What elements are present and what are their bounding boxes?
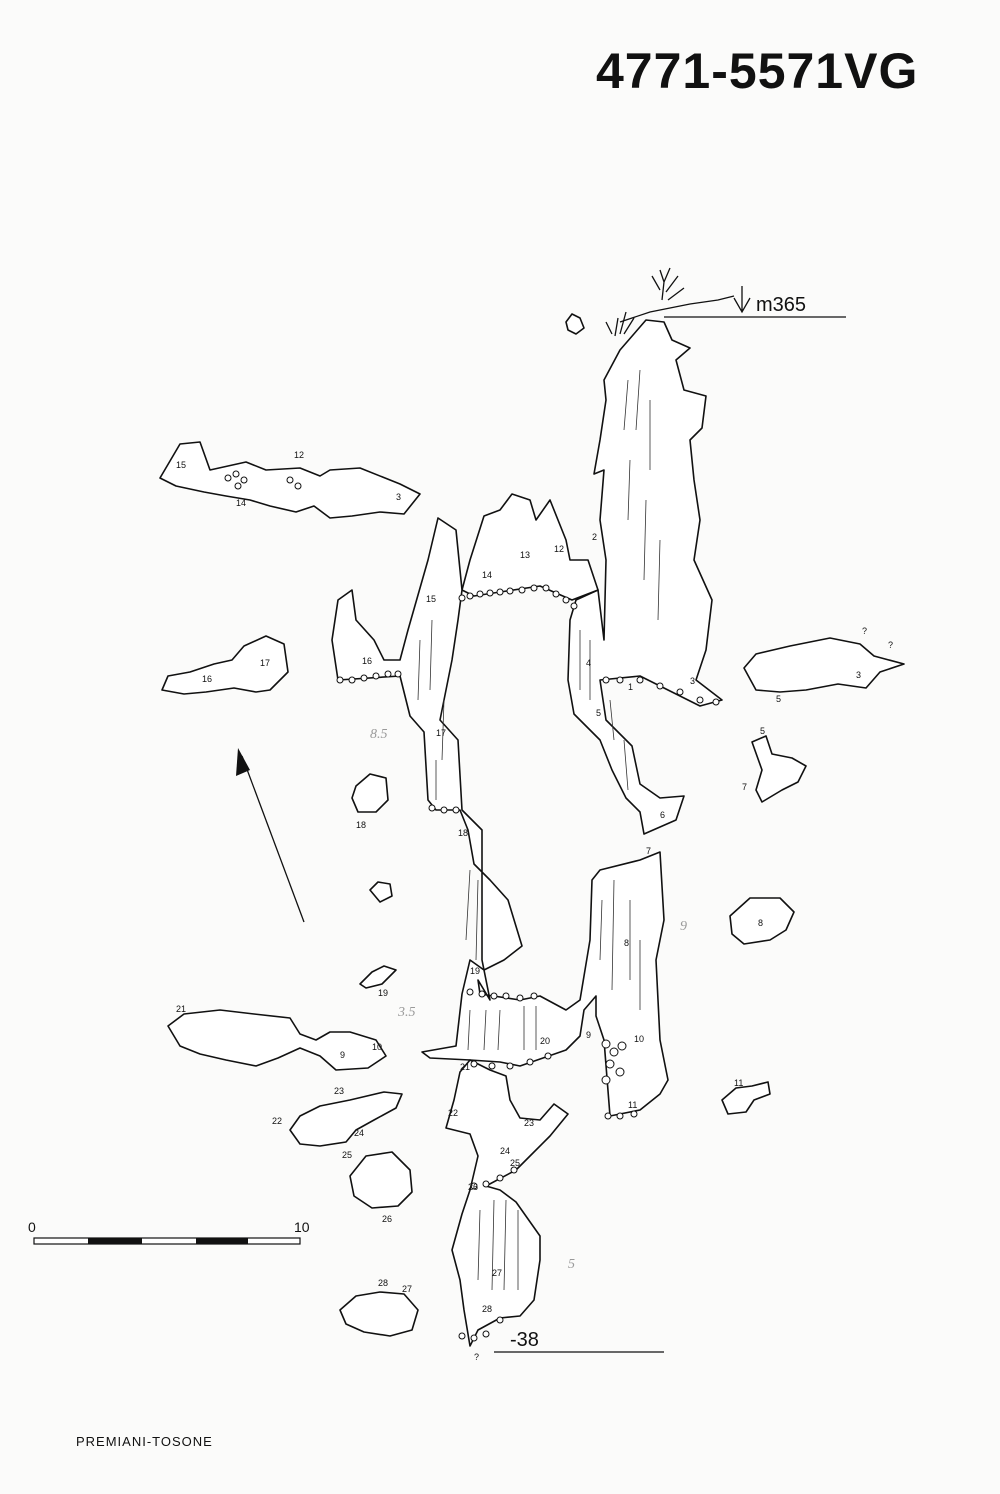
section-label: 7 xyxy=(742,782,747,792)
section-label: 2 xyxy=(592,532,597,542)
section-label: 25 xyxy=(342,1150,352,1160)
section-label: 14 xyxy=(236,498,246,508)
section-label: 26 xyxy=(382,1214,392,1224)
cross-section-15-12-3 xyxy=(159,441,421,519)
section-label: 17 xyxy=(260,658,270,668)
section-label: 27 xyxy=(402,1284,412,1294)
section-label: 17 xyxy=(436,728,446,738)
section-label: 24 xyxy=(500,1146,510,1156)
section-label: 13 xyxy=(520,550,530,560)
cave-id-title: 4771-5571VG xyxy=(596,43,919,99)
lower-section xyxy=(445,1059,569,1347)
pencil-note: 5 xyxy=(568,1257,575,1272)
section-label: 5 xyxy=(776,694,781,704)
section-label: 5 xyxy=(596,708,601,718)
ground-surface-line xyxy=(619,295,735,323)
section-label: 25 xyxy=(510,1158,520,1168)
cross-section-28-27 xyxy=(339,1291,419,1337)
section-label: 9 xyxy=(586,1030,591,1040)
pencil-note: 3.5 xyxy=(397,1005,416,1020)
depth-label: -38 xyxy=(510,1329,539,1351)
section-label: 7 xyxy=(646,846,651,856)
pencil-note: 9 xyxy=(680,919,687,934)
pebble-floor xyxy=(336,584,720,1342)
cross-section-small xyxy=(369,881,393,903)
cross-section-18 xyxy=(351,773,389,813)
section-label: 3 xyxy=(396,492,401,502)
cross-section-5-3 xyxy=(743,637,905,693)
north-arrow-icon xyxy=(236,748,305,923)
section-label: 11 xyxy=(734,1078,743,1088)
section-label: 11 xyxy=(628,1100,637,1110)
section-label: 28 xyxy=(378,1278,388,1288)
section-label: 28 xyxy=(482,1304,492,1314)
section-label: 26 xyxy=(468,1182,478,1192)
section-label: 20 xyxy=(540,1036,550,1046)
scale-start-label: 0 xyxy=(28,1219,36,1235)
section-label: 9 xyxy=(340,1050,345,1060)
section-label: 21 xyxy=(176,1004,186,1014)
section-label: ? xyxy=(888,640,893,650)
section-label: 3 xyxy=(856,670,861,680)
pencil-note: 8.5 xyxy=(370,727,388,742)
section-label: 15 xyxy=(426,594,436,604)
section-label: 4 xyxy=(586,658,591,668)
cross-section-21-10 xyxy=(167,1009,387,1071)
section-label: ? xyxy=(862,626,867,636)
section-label: 22 xyxy=(272,1116,282,1126)
section-label: ? xyxy=(474,1352,479,1362)
rock-icon xyxy=(565,313,585,335)
section-label: 5 xyxy=(760,726,765,736)
cross-section-7 xyxy=(751,735,807,803)
cross-section-16-17 xyxy=(161,635,289,695)
main-shaft-section xyxy=(567,319,723,835)
entrance-elevation-label: m365 xyxy=(756,294,806,316)
section-label: 24 xyxy=(354,1128,364,1138)
cross-section-11 xyxy=(721,1081,771,1115)
section-label: 19 xyxy=(470,966,480,976)
section-label: 16 xyxy=(362,656,372,666)
upper-chamber-section xyxy=(461,493,599,601)
authors-credit: PREMIANI-TOSONE xyxy=(76,1434,213,1449)
elevation-arrow-icon xyxy=(733,286,751,314)
section-label: 21 xyxy=(460,1062,470,1072)
vegetation-icon xyxy=(605,267,685,337)
cross-section-22-24 xyxy=(289,1091,403,1147)
shaft-hatching xyxy=(417,369,661,1291)
section-label: 18 xyxy=(458,828,468,838)
cross-section-25-26 xyxy=(349,1151,413,1209)
cross-section-8 xyxy=(729,897,795,945)
section-label: 3 xyxy=(690,676,695,686)
section-label: 18 xyxy=(356,820,366,830)
section-label: 6 xyxy=(660,810,665,820)
section-label: 23 xyxy=(524,1118,534,1128)
section-label: 8 xyxy=(758,918,763,928)
section-label: 8 xyxy=(624,938,629,948)
section-label: 12 xyxy=(294,450,304,460)
section-label: 14 xyxy=(482,570,492,580)
section-label: 15 xyxy=(176,460,186,470)
scale-bar xyxy=(33,1237,301,1245)
section-label: 16 xyxy=(202,674,212,684)
cross-section-19 xyxy=(359,965,397,989)
section-label: 19 xyxy=(378,988,388,998)
section-label: 10 xyxy=(372,1042,382,1052)
section-label: 27 xyxy=(492,1268,502,1278)
section-label: 23 xyxy=(334,1086,344,1096)
section-label: 22 xyxy=(448,1108,458,1118)
section-label: 12 xyxy=(554,544,564,554)
section-label: 10 xyxy=(634,1034,644,1044)
section-label: 1 xyxy=(628,682,633,692)
scale-end-label: 10 xyxy=(294,1219,310,1235)
